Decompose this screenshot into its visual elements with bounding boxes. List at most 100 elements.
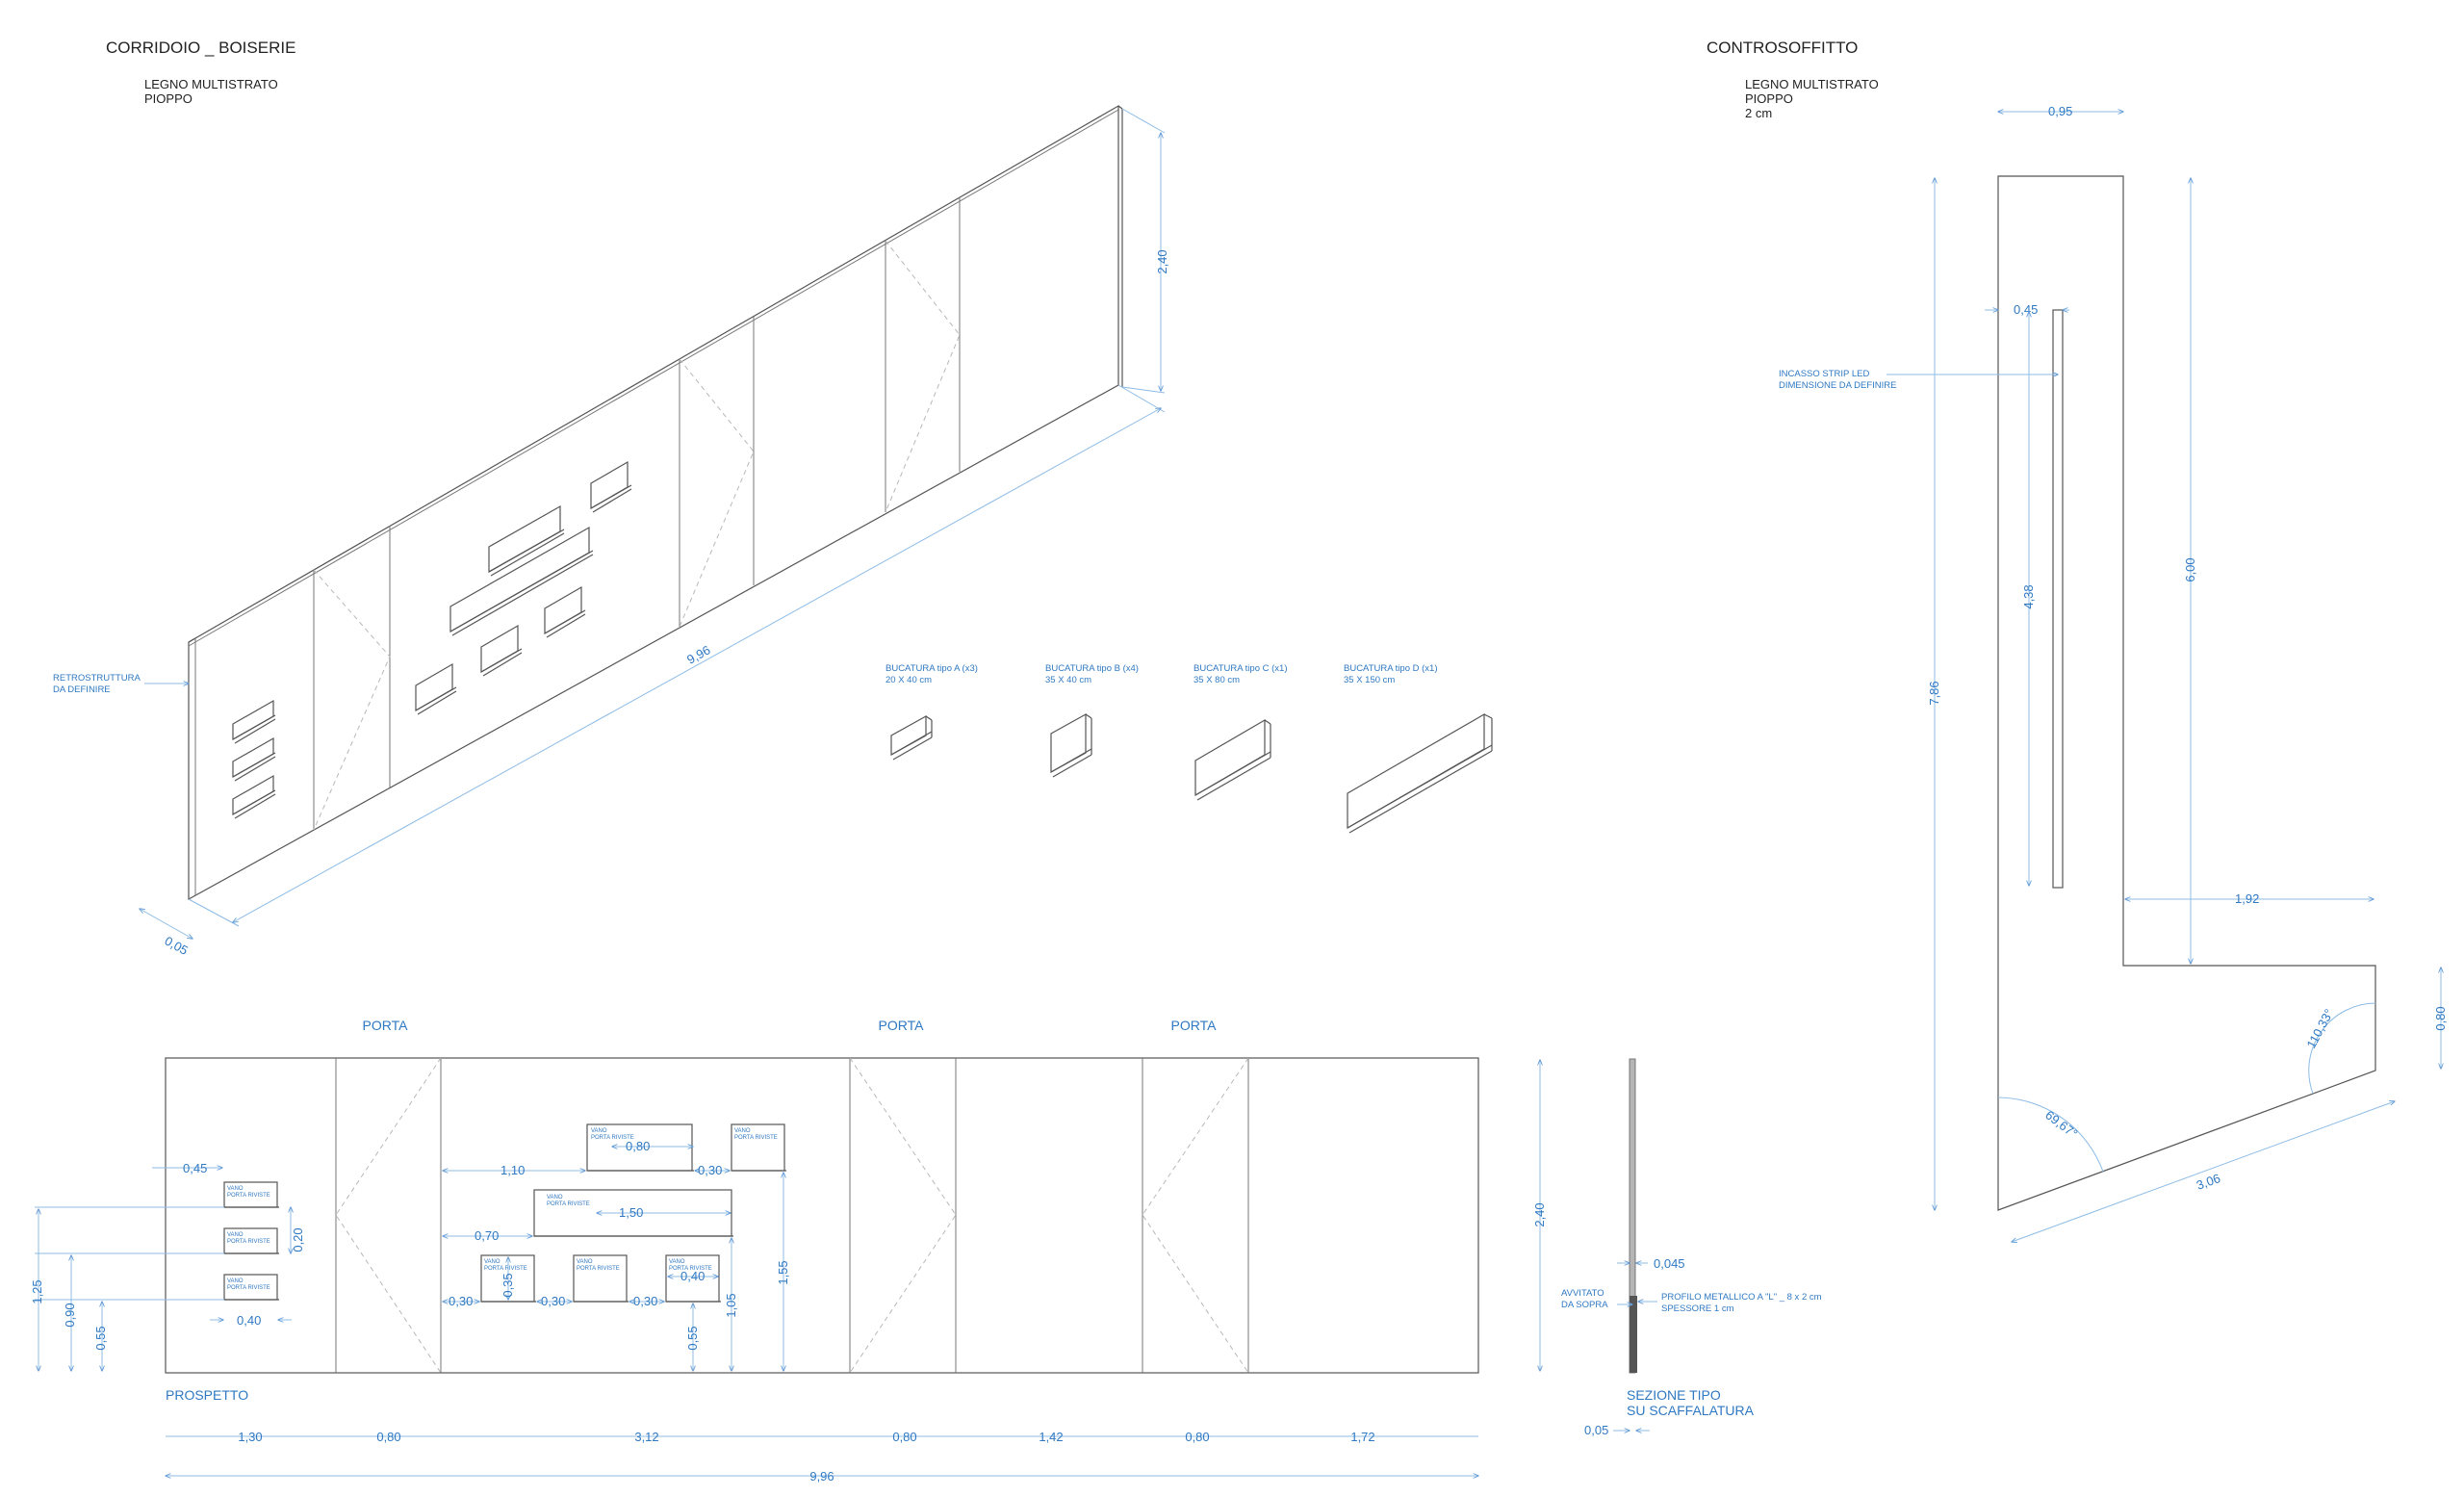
svg-text:PORTA RIVISTE: PORTA RIVISTE [484,1266,527,1272]
opening-c-size: 35 X 80 cm [1194,675,1240,685]
opening-d-shape [1347,712,1493,834]
iso-door-swing [313,569,391,831]
section-profile-1: PROFILO METALLICO A "L" _ 8 x 2 cm [1661,1292,1822,1303]
iso-door-swing [679,358,755,628]
svg-text:VANO: VANO [227,1278,244,1284]
ceiling-dim-095: 0,95 [2048,104,2072,118]
segment-label: 0,80 [892,1430,916,1444]
dim-040: 0,40 [237,1313,261,1328]
ceiling-dim-438: 4,38 [2021,584,2036,608]
led-strip-recess [2052,309,2064,889]
iso-length-dimension [233,408,1161,922]
ceiling-dim-306: 3,06 [2194,1171,2222,1193]
left-title: CORRIDOIO _ BOISERIE [106,39,295,57]
svg-text:VANO: VANO [227,1232,244,1238]
opening-d-name: BUCATURA tipo D (x1) [1344,663,1437,674]
ceiling-dim-045: 0,45 [2014,302,2038,317]
dim-040-center: 0,40 [680,1269,705,1283]
right-material-3: 2 cm [1745,106,1772,120]
iso-niche [415,662,457,715]
iso-length-label: 9,96 [684,642,712,666]
segment-label: 1,72 [1350,1430,1374,1444]
ceiling-dim-600: 6,00 [2183,557,2197,581]
iso-retro-label-1: RETROSTRUTTURA [53,673,141,684]
svg-text:VANO: VANO [734,1128,751,1134]
elevation-outline [165,1057,1479,1374]
led-label-2: DIMENSIONE DA DEFINIRE [1779,380,1896,391]
dim-030-a: 0,30 [449,1294,473,1308]
svg-text:PORTA RIVISTE: PORTA RIVISTE [227,1285,270,1291]
opening-b-name: BUCATURA tipo B (x4) [1045,663,1139,674]
iso-wall-face [188,104,1119,901]
dim-110: 1,10 [500,1163,525,1177]
dim-125: 1,25 [30,1279,44,1303]
dim-105: 1,05 [724,1293,738,1317]
iso-height-label: 2,40 [1155,249,1169,273]
dim-080-niche: 0,80 [626,1139,650,1153]
section-view: 0,045 AVVITATO DA SOPRA PROFILO METALLIC… [1561,1058,1822,1437]
dim-030-b: 0,30 [541,1294,565,1308]
dim-020: 0,20 [291,1227,305,1252]
door-swing [335,1057,442,1374]
svg-text:PORTA RIVISTE: PORTA RIVISTE [591,1135,634,1141]
opening-a-name: BUCATURA tipo A (x3) [886,663,978,674]
dim-030-top: 0,30 [698,1163,722,1177]
dim-045: 0,45 [183,1161,207,1175]
isometric-view: 2,40 9,96 0,05 RETROSTRUTTURA DA DEFINIR… [53,104,1169,958]
section-dim-0045: 0,045 [1654,1256,1685,1271]
led-label-1: INCASSO STRIP LED [1779,369,1869,379]
section-avvitato-1: AVVITATO [1561,1288,1604,1299]
iso-retro-label-2: DA DEFINIRE [53,684,111,695]
dim-150: 1,50 [619,1205,643,1220]
door-label: PORTA [1171,1018,1218,1033]
svg-text:PORTA RIVISTE: PORTA RIVISTE [577,1266,620,1272]
section-profile-2: SPESSORE 1 cm [1661,1303,1734,1314]
segment-label: 0,80 [376,1430,400,1444]
right-material-1: LEGNO MULTISTRATO [1745,77,1879,91]
dim-030-c: 0,30 [633,1294,657,1308]
left-material-1: LEGNO MULTISTRATO [144,77,278,91]
right-title: CONTROSOFFITTO [1707,39,1858,57]
door-swing [1142,1057,1249,1374]
svg-text:VANO: VANO [669,1259,685,1265]
section-dim-005: 0,05 [1584,1423,1608,1437]
svg-text:PORTA RIVISTE: PORTA RIVISTE [227,1193,270,1199]
svg-text:PORTA RIVISTE: PORTA RIVISTE [547,1201,590,1207]
section-avvitato-2: DA SOPRA [1561,1300,1608,1310]
opening-types: BUCATURA tipo A (x3) 20 X 40 cm BUCATURA… [886,663,1493,834]
dim-055-left: 0,55 [93,1326,108,1350]
svg-text:VANO: VANO [484,1259,500,1265]
opening-c-shape [1194,718,1271,801]
door-label: PORTA [363,1018,409,1033]
opening-c-name: BUCATURA tipo C (x1) [1194,663,1287,674]
section-title-2: SU SCAFFALATURA [1627,1403,1755,1418]
svg-text:PORTA RIVISTE: PORTA RIVISTE [669,1266,712,1272]
opening-a-shape [890,714,933,761]
opening-a-size: 20 X 40 cm [886,675,932,685]
elevation-height-label: 2,40 [1532,1202,1547,1226]
iso-niche [232,774,276,819]
ceiling-outline [1997,175,2376,1211]
opening-b-size: 35 X 40 cm [1045,675,1091,685]
opening-d-size: 35 X 150 cm [1344,675,1395,685]
dim-155: 1,55 [776,1260,790,1284]
svg-text:VANO: VANO [547,1195,563,1200]
door-label: PORTA [879,1018,925,1033]
dim-070: 0,70 [475,1228,499,1243]
segment-label: 3,12 [634,1430,658,1444]
iso-door-swing [885,240,961,513]
svg-text:PORTA RIVISTE: PORTA RIVISTE [227,1239,270,1245]
total-length-label: 9,96 [809,1469,834,1484]
svg-text:PORTA RIVISTE: PORTA RIVISTE [734,1135,778,1141]
left-material-2: PIOPPO [144,91,192,106]
iso-niche [590,460,632,513]
svg-text:VANO: VANO [227,1186,244,1192]
ceiling-angle-69: 69,67° [2042,1107,2080,1141]
iso-depth-label: 0,05 [163,934,191,958]
